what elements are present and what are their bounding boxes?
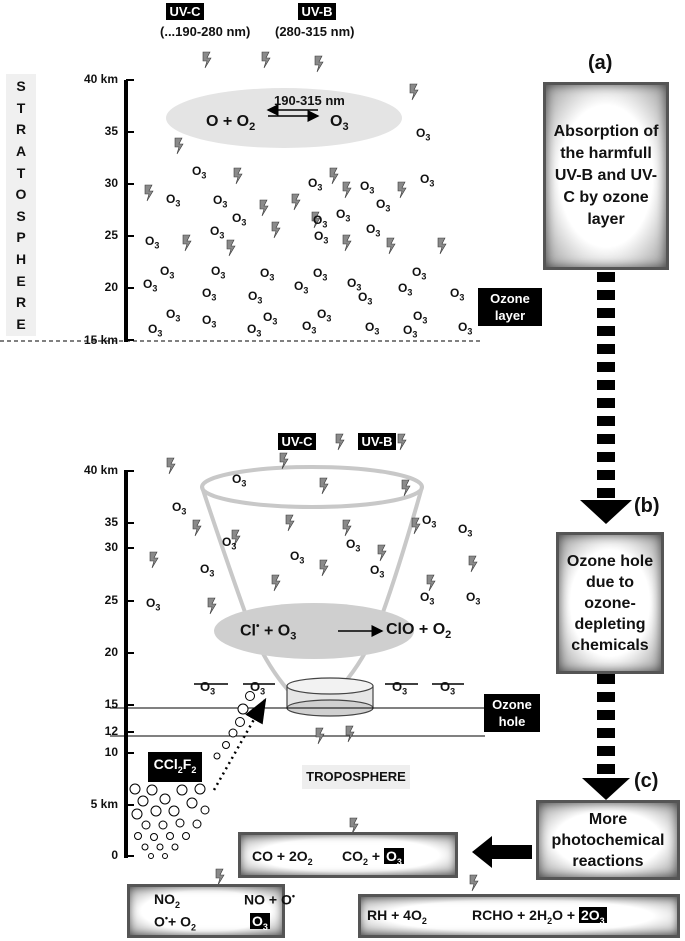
stratosphere-letter: O	[15, 186, 27, 203]
stratosphere-letter: T	[16, 164, 26, 181]
box-a: Absorption of the harmfull UV-B and UV-C…	[543, 82, 669, 270]
hole-disk	[286, 677, 374, 717]
rh-equation-box	[358, 894, 680, 938]
bottom-tick-35: 35	[104, 515, 118, 529]
bottom-tick-10: 10	[104, 745, 118, 759]
top-tick-25: 25	[104, 228, 118, 242]
bottom-tick-40: 40 km	[83, 463, 118, 477]
stratosphere-letter: E	[16, 315, 26, 332]
bottom-tick-25: 25	[104, 593, 118, 607]
stratosphere-letter: R	[15, 121, 27, 138]
box-b: Ozone hole due to ozone-depleting chemic…	[556, 532, 664, 674]
top-tick-15: 15 km	[83, 333, 118, 347]
stratosphere-letter: P	[16, 229, 26, 246]
top-uvb-range: (280-315 nm)	[275, 24, 355, 39]
cl-reaction-right: ClO + O2	[386, 621, 452, 642]
stratosphere-letter: H	[15, 251, 27, 267]
flow-dashed-connector-ab	[580, 272, 632, 524]
top-axis-ticks	[126, 79, 134, 341]
bottom-tick-5: 5 km	[90, 797, 118, 811]
label-c: (c)	[634, 770, 659, 792]
cl-reaction-left: Cl• + O3	[240, 621, 297, 643]
cfc-rise-arrow	[212, 697, 267, 791]
top-tick-20: 20	[104, 280, 118, 294]
stratosphere-letter: A	[15, 142, 27, 159]
stratosphere-letter: S	[16, 78, 26, 94]
flow-arrow-to-co	[472, 836, 532, 868]
stratosphere-letter: T	[16, 99, 26, 116]
stratosphere-letter: R	[15, 294, 27, 311]
top-reaction-right: O3	[330, 113, 349, 134]
co-eq-left: CO + 2O2	[252, 848, 313, 867]
flow-dashed-connector-bc	[582, 674, 630, 800]
bottom-tick-30: 30	[104, 540, 118, 554]
rh-eq-left: RH + 4O2	[367, 907, 427, 926]
ozone-layer-label: Ozone layer	[478, 288, 542, 326]
top-reaction-ellipse	[166, 88, 402, 148]
top-uvc-range: (...190-280 nm)	[160, 24, 251, 39]
stratosphere-letter: S	[16, 207, 26, 224]
bottom-tick-12: 12	[104, 724, 118, 738]
label-b: (b)	[634, 495, 660, 517]
top-tick-35: 35	[104, 124, 118, 138]
box-c: More photochemical reactions	[536, 800, 680, 880]
o-eq-right: O3	[250, 913, 270, 932]
bottom-axis-ticks	[126, 470, 134, 857]
top-reaction-left: O + O2	[206, 113, 256, 134]
co-equation-box	[238, 832, 458, 878]
no2-equation-box	[127, 884, 285, 938]
o-eq-left: O•+ O2	[154, 913, 197, 933]
bottom-uvc-label: UV-C	[278, 433, 316, 450]
bottom-reaction-ellipse	[214, 603, 414, 659]
top-uvc-label: UV-C	[166, 3, 204, 20]
rh-eq-right: RCHO + 2H2O + 2O3	[472, 907, 607, 926]
stratosphere-letter: E	[16, 272, 26, 289]
label-a: (a)	[588, 52, 613, 74]
bottom-tick-20: 20	[104, 645, 118, 659]
no2-eq-left: NO2	[154, 891, 181, 910]
wavelength-label: 190-315 nm	[274, 93, 345, 108]
bottom-tick-15: 15	[104, 697, 118, 711]
co-eq-right: CO2 + O3	[342, 848, 404, 867]
cfc-label: CCl2F2	[148, 752, 202, 782]
top-uvb-label: UV-B	[298, 3, 336, 20]
bottom-uvb-label: UV-B	[358, 433, 396, 450]
ozone-hole-label: Ozone hole	[484, 694, 540, 732]
top-uv-bolts	[144, 51, 447, 257]
top-tick-30: 30	[104, 176, 118, 190]
troposphere-label: TROPOSPHERE	[302, 765, 410, 789]
no2-eq-right: NO + O•	[244, 891, 296, 908]
cfc-molecules	[129, 691, 255, 859]
bottom-tick-0: 0	[111, 848, 118, 862]
top-tick-40: 40 km	[83, 72, 118, 86]
